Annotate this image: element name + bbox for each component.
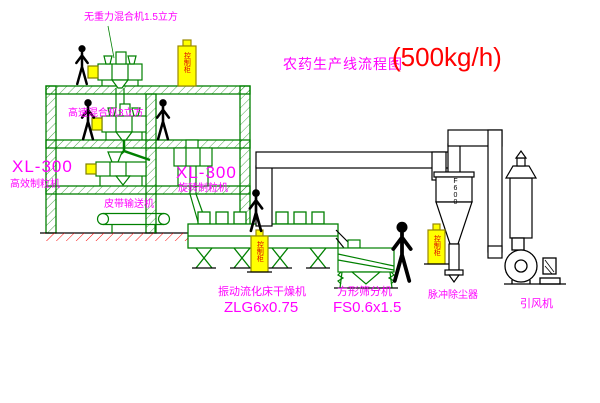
person-figure-sieve: [391, 219, 413, 283]
label-dryer-name: 振动流化床干燥机: [218, 286, 306, 298]
label-dust-collector: 脉冲除尘器: [428, 290, 478, 301]
person-figure-roof: [75, 43, 89, 86]
left-granulator-machine: [85, 151, 147, 186]
ground-hatch: [44, 233, 254, 241]
diagram-title: 农药生产线流程图: [283, 56, 403, 72]
label-top-mixer: 无重力混合机1.5立方: [84, 12, 178, 23]
exhaust-stack: [504, 149, 538, 239]
top-mixer-machine: [87, 25, 143, 94]
induced-draft-fan: [504, 237, 566, 285]
label-belt-conveyor: 皮带输送机: [104, 199, 154, 210]
label-floor2-mixer: 高速混合机3立方: [68, 108, 144, 119]
label-center-granulator-name: 旋转制粒机: [178, 183, 228, 194]
fluid-bed-dryer-machine: [187, 211, 339, 269]
label-induced-draft-fan: 引风机: [520, 298, 553, 310]
floor2-mixer-machine: [91, 94, 147, 141]
label-dryer-model: ZLG6x0.75: [224, 299, 299, 316]
cyclone-separator: [433, 143, 475, 284]
control-cabinet-roof: [177, 39, 197, 87]
person-figure-floor2-right: [155, 97, 171, 141]
control-cabinet-text-2: 控制柜: [256, 241, 264, 262]
label-center-granulator-model: XL-300: [176, 163, 237, 182]
control-cabinet-text-3: 控制柜: [433, 235, 441, 256]
control-cabinet-collector: [424, 223, 449, 265]
square-sieve-machine: [334, 229, 398, 289]
label-sieve-model: FS0.6x1.5: [333, 299, 402, 316]
cyclone-outlet-tube: [447, 143, 461, 177]
diagram-capacity: (500kg/h): [392, 42, 502, 72]
label-left-granulator-name: 高效制粒机: [10, 179, 60, 190]
label-sieve-name: 方形筛分机: [337, 286, 392, 298]
control-cabinet-dryer: [247, 229, 272, 273]
belt-conveyor-machine: [96, 212, 171, 233]
control-cabinet-text-1: 控制柜: [183, 52, 191, 73]
label-left-granulator-model: XL-300: [12, 157, 73, 176]
cyclone-size-text: F600: [452, 178, 459, 206]
center-granulator-machine: [173, 139, 213, 223]
cyclone-to-fan-duct: [447, 129, 503, 259]
